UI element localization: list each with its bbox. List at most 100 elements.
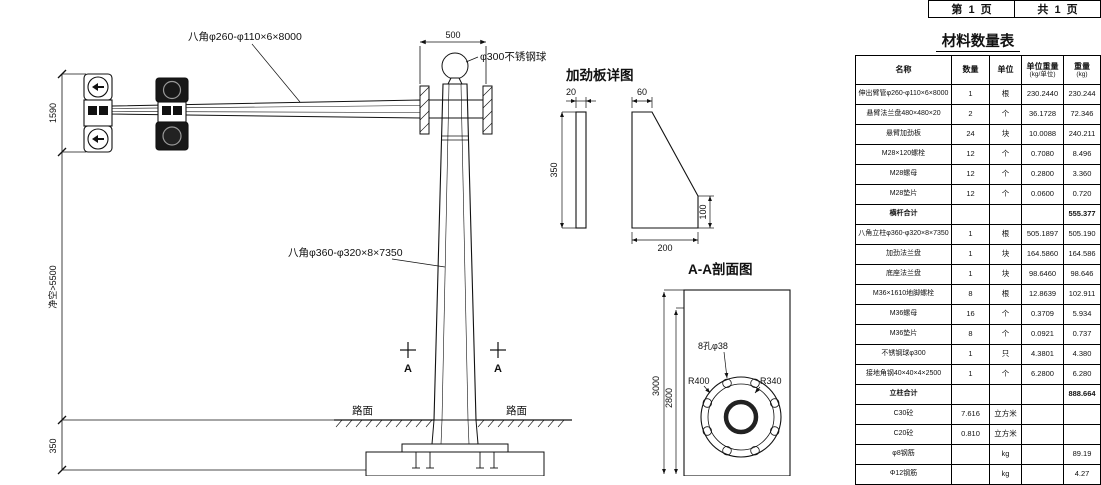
table-row: C20砼 0.810 立方米 [855, 424, 1101, 445]
cell-unit-weight [1021, 384, 1064, 405]
table-row: M36×1610地脚螺栓 8 根 12.8639 102.911 [855, 284, 1101, 305]
section-view: A-A剖面图 3000 2800 8孔φ38 R400 R340 [651, 261, 791, 476]
cell-qty: 0.810 [951, 424, 990, 445]
table-row: φ8钢筋 kg 89.19 [855, 444, 1101, 465]
cell-unit: 个 [989, 304, 1022, 325]
cell-name: Φ12钢筋 [855, 464, 952, 485]
cell-name: M28×120螺栓 [855, 144, 952, 165]
cell-unit-weight: 0.0600 [1021, 184, 1064, 205]
header-name: 名称 [855, 55, 952, 85]
stiffener-title: 加劲板详图 [565, 67, 634, 83]
ball-spec-label: φ300不锈钢球 [480, 50, 547, 63]
page-number-cell: 第 1 页 [928, 0, 1015, 18]
cell-qty [951, 384, 990, 405]
arm-spec-leader [251, 43, 301, 103]
stiffener-dim-350: 350 [549, 162, 559, 177]
cell-weight: 555.377 [1063, 204, 1101, 225]
cell-qty: 1 [951, 224, 990, 245]
cell-unit: 立方米 [989, 424, 1022, 445]
cell-weight: 3.360 [1063, 164, 1101, 185]
cell-name: 接地角钢40×40×4×2500 [855, 364, 952, 385]
dim-500-lines [419, 39, 487, 84]
engineering-drawing: 1590 净空>5500 350 八角φ260-φ110×6×8000 八角φ3… [47, 30, 791, 476]
cell-weight: 4.380 [1063, 344, 1101, 365]
cell-weight [1063, 404, 1101, 425]
cell-name: 悬臂加劲板 [855, 124, 952, 145]
pole-spec-leader [391, 258, 446, 268]
cell-name: 不锈钢球φ300 [855, 344, 952, 365]
cell-weight: 505.190 [1063, 224, 1101, 245]
stiffener-dim-200: 200 [657, 243, 672, 253]
cell-unit-weight: 36.1728 [1021, 104, 1064, 125]
cell-unit-weight: 12.8639 [1021, 284, 1064, 305]
table-row: Φ12钢筋 kg 4.27 [855, 464, 1101, 485]
section-r400-label: R400 [688, 376, 710, 386]
cell-weight: 4.27 [1063, 464, 1101, 485]
materials-table: 名称 数量 单位 单位重量 (kg/单位) 重量 (kg) 伸出臂管φ260-φ… [855, 55, 1101, 485]
cell-qty: 12 [951, 164, 990, 185]
cell-name: C30砼 [855, 404, 952, 425]
cell-name: M28螺母 [855, 164, 952, 185]
cell-unit-weight: 6.2800 [1021, 364, 1064, 385]
cell-name: M36×1610地脚螺栓 [855, 284, 952, 305]
table-row: 底座法兰盘 1 块 98.6460 98.646 [855, 264, 1101, 285]
table-row: 八角立柱φ360-φ320×8×7350 1 根 505.1897 505.19… [855, 224, 1101, 245]
table-row: 悬臂法兰盘480×480×20 2 个 36.1728 72.346 [855, 104, 1101, 125]
cell-weight: 98.646 [1063, 264, 1101, 285]
road-label-left: 路面 [352, 404, 373, 417]
header-weight: 重量 (kg) [1063, 55, 1101, 85]
pole-spec-label: 八角φ360-φ320×8×7350 [288, 247, 403, 259]
table-row: M28×120螺栓 12 个 0.7080 8.496 [855, 144, 1101, 165]
cell-unit: 个 [989, 144, 1022, 165]
section-cut-marks [400, 342, 506, 358]
header-unit: 单位 [989, 55, 1022, 85]
cell-unit: 根 [989, 284, 1022, 305]
section-letter-right: A [494, 363, 502, 375]
dim-1590: 1590 [48, 103, 58, 123]
cantilever-arm [107, 99, 421, 119]
road-label-right: 路面 [506, 404, 527, 417]
page-indicator: 第 1 页 共 1 页 [928, 0, 1101, 18]
cell-qty: 12 [951, 144, 990, 165]
cell-unit: 立方米 [989, 404, 1022, 425]
cell-qty: 1 [951, 264, 990, 285]
cell-unit-weight [1021, 204, 1064, 225]
table-row: 悬臂加劲板 24 块 10.0088 240.211 [855, 124, 1101, 145]
page-total-cell: 共 1 页 [1014, 0, 1101, 18]
table-row: 接地角钢40×40×4×2500 1 个 6.2800 6.280 [855, 364, 1101, 385]
cell-name: M36垫片 [855, 324, 952, 345]
cell-unit: 块 [989, 124, 1022, 145]
table-row: 横杆合计 555.377 [855, 204, 1101, 225]
ball-spec-leader [465, 56, 479, 63]
cell-unit-weight: 164.5860 [1021, 244, 1064, 265]
header-qty: 数量 [951, 55, 990, 85]
cell-qty: 12 [951, 184, 990, 205]
cell-unit-weight [1021, 464, 1064, 485]
cell-unit-weight: 4.3801 [1021, 344, 1064, 365]
table-row: M36垫片 8 个 0.0921 0.737 [855, 324, 1101, 345]
cell-unit [989, 204, 1022, 225]
cell-unit: 块 [989, 244, 1022, 265]
cell-qty [951, 444, 990, 465]
section-letter-left: A [404, 363, 412, 375]
cell-name: M28垫片 [855, 184, 952, 205]
cell-unit-weight: 0.2800 [1021, 164, 1064, 185]
cell-unit-weight: 0.7080 [1021, 144, 1064, 165]
stiffener-dim-60: 60 [637, 87, 647, 97]
cell-weight: 72.346 [1063, 104, 1101, 125]
materials-table-title: 材料数量表 [855, 30, 1101, 52]
cell-weight: 102.911 [1063, 284, 1101, 305]
cell-name: M36螺母 [855, 304, 952, 325]
cell-qty: 8 [951, 284, 990, 305]
stiffener-detail: 加劲板详图 20 350 60 100 200 [549, 67, 714, 253]
cell-qty: 1 [951, 84, 990, 105]
arrow-signal-head [83, 73, 113, 153]
cell-unit-weight: 505.1897 [1021, 224, 1064, 245]
cell-name: 伸出臂管φ260-φ110×6×8000 [855, 84, 952, 105]
cell-name: 立柱合计 [855, 384, 952, 405]
cell-unit: 块 [989, 264, 1022, 285]
lamp-signal-head [155, 77, 189, 151]
cell-qty: 1 [951, 344, 990, 365]
cell-unit: 根 [989, 84, 1022, 105]
cell-unit-weight: 0.0921 [1021, 324, 1064, 345]
